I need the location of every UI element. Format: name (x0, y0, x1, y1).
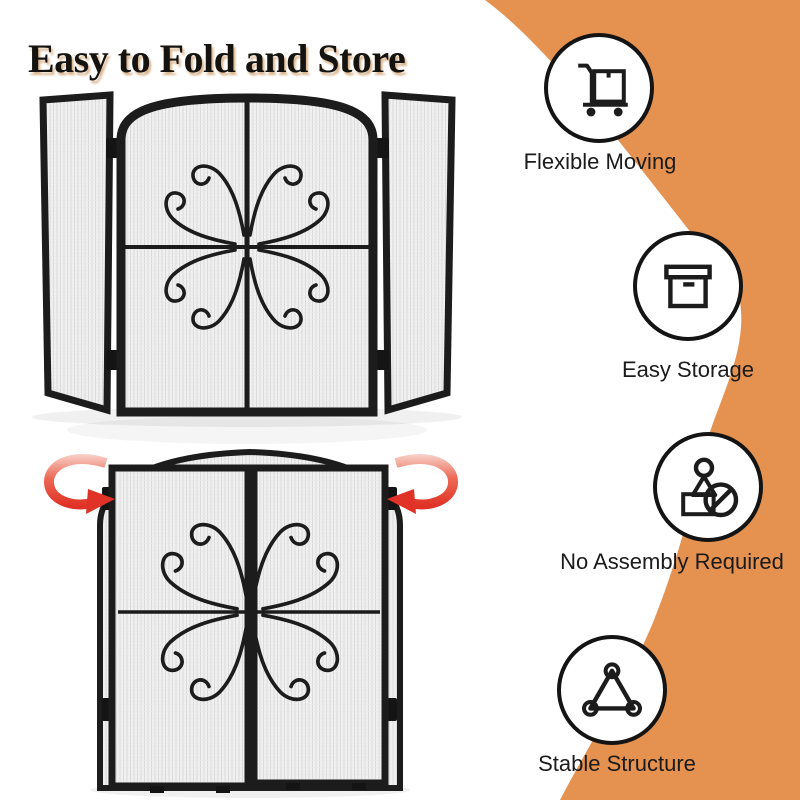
hinge (386, 698, 397, 721)
folded-right-panel (250, 464, 389, 787)
page-title: Easy to Fold and Store (28, 35, 406, 81)
right-panel (381, 91, 456, 415)
easy-storage-badge (633, 231, 743, 341)
no-assembly-badge (653, 432, 763, 542)
screen-unfolded (32, 91, 462, 444)
stable-structure-badge (557, 635, 667, 745)
hand-truck-icon (578, 63, 628, 117)
feature-label-stable-structure: Stable Structure (538, 751, 696, 776)
fold-arrow-left-icon (44, 454, 115, 514)
scroll-ornament (164, 164, 330, 330)
left-panel (39, 91, 114, 415)
no-assembly-icon (681, 457, 739, 518)
feature-label-flexible-moving: Flexible Moving (523, 149, 677, 174)
folded-left-panel (108, 464, 252, 790)
feature-label-no-assembly: No Assembly Required (560, 549, 784, 574)
orange-swoosh (485, 0, 800, 800)
flexible-moving-badge (544, 33, 654, 143)
storage-box-icon (664, 264, 712, 309)
scroll-ornament (160, 522, 340, 702)
screen-folded (90, 448, 410, 798)
stable-structure-icon (582, 662, 642, 717)
feature-label-easy-storage: Easy Storage (621, 357, 755, 382)
fold-arrow-right-icon (387, 454, 458, 514)
